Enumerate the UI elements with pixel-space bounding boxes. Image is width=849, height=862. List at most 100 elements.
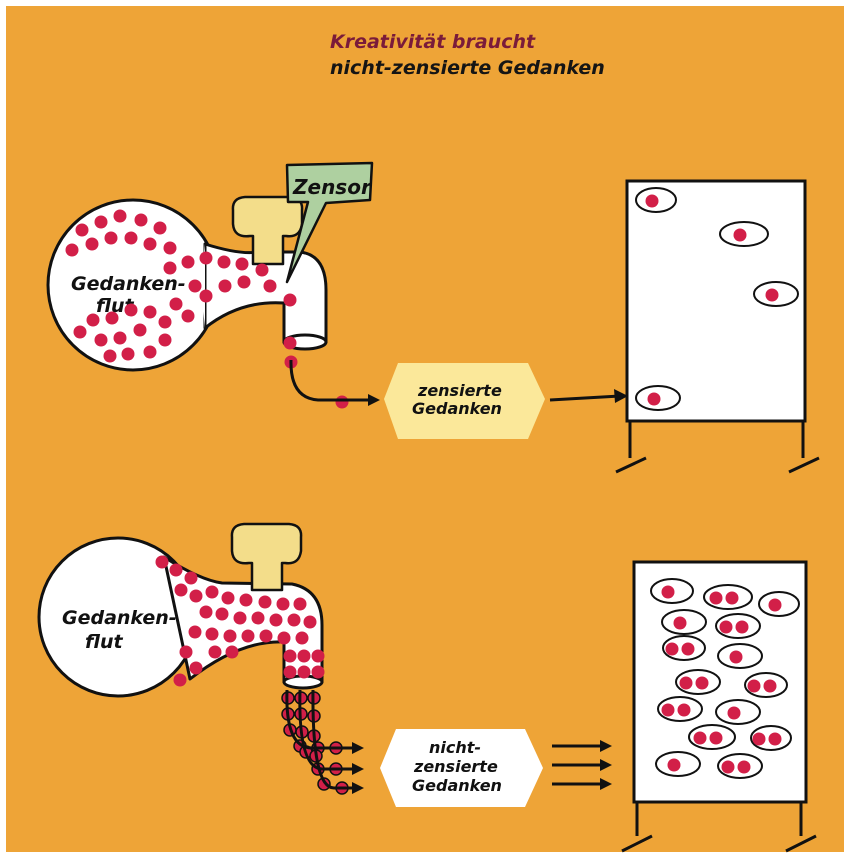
thought-dot [95, 334, 108, 347]
thought-dot [278, 632, 291, 645]
thought-dot [66, 244, 79, 257]
board-card [704, 585, 752, 609]
thought-dot [240, 594, 253, 607]
thought-dot [219, 280, 232, 293]
thought-dot [200, 606, 213, 619]
thought-dot [730, 651, 743, 664]
thought-dot [224, 630, 237, 643]
thought-dot [726, 592, 739, 605]
board-card [759, 592, 799, 616]
uncensored-thoughts-label-line1: nicht- [429, 738, 481, 757]
thought-dot [736, 621, 749, 634]
thought-dot [218, 256, 231, 269]
thought-dot [748, 680, 761, 693]
uncensored-thoughts-label-line2: zensierte [413, 757, 498, 776]
thought-dot [764, 680, 777, 693]
thought-dot [156, 556, 169, 569]
board-card [718, 754, 762, 778]
board-card [636, 188, 676, 212]
bottom-flask-label-line1: Gedanken- [62, 607, 177, 629]
thought-dot [284, 294, 297, 307]
thought-dot [95, 216, 108, 229]
thought-dot [298, 650, 311, 663]
thought-dot [185, 572, 198, 585]
board-card [662, 610, 706, 634]
thought-dot [769, 599, 782, 612]
thought-dot [668, 759, 681, 772]
top-flask-label-line1: Gedanken- [71, 273, 186, 295]
thought-dot [648, 393, 661, 406]
thought-dot [76, 224, 89, 237]
title-line1: Kreativität braucht [330, 31, 536, 53]
thought-dot [666, 643, 679, 656]
thought-dot [284, 666, 297, 679]
thought-dot [222, 592, 235, 605]
thought-dot [646, 195, 659, 208]
thought-dot [159, 316, 172, 329]
thought-dot [678, 704, 691, 717]
thought-dot [766, 289, 779, 302]
board-card [718, 644, 762, 668]
board-card [658, 697, 702, 721]
thought-dot [200, 290, 213, 303]
thought-dot [662, 586, 675, 599]
thought-dot [336, 396, 349, 409]
bottom-flask-label-line2: flut [85, 631, 123, 653]
thought-dot [170, 564, 183, 577]
board-card [716, 614, 760, 638]
thought-dot [252, 612, 265, 625]
thought-dot [296, 632, 309, 645]
uncensored-thoughts-label-line3: Gedanken [412, 776, 502, 795]
bottom-output-arrows [552, 740, 612, 790]
thought-dot [753, 733, 766, 746]
thought-dot [256, 264, 269, 277]
thought-dot [125, 232, 138, 245]
thought-dot [294, 598, 307, 611]
thought-dot [769, 733, 782, 746]
thought-dot [738, 761, 751, 774]
thought-dot [164, 262, 177, 275]
uncensored-thoughts-label-box: nicht- zensierte Gedanken [380, 729, 543, 807]
thought-dot [206, 586, 219, 599]
thought-dot [238, 276, 251, 289]
board-card [663, 636, 705, 660]
thought-dot [304, 616, 317, 629]
thought-dot [710, 732, 723, 745]
thought-dot [154, 222, 167, 235]
thought-dot [206, 628, 219, 641]
board-card [676, 670, 720, 694]
thought-dot [226, 646, 239, 659]
thought-dot [728, 707, 741, 720]
board-card [745, 673, 787, 697]
thought-dot [134, 324, 147, 337]
thought-dot [189, 280, 202, 293]
thought-dot [114, 332, 127, 345]
censor-label: Zensor [292, 175, 372, 199]
thought-dot [734, 229, 747, 242]
thought-dot [144, 238, 157, 251]
board-card [716, 700, 760, 724]
thought-dot [312, 650, 325, 663]
censored-thoughts-label-line2: Gedanken [412, 399, 502, 418]
thought-dot [694, 732, 707, 745]
thought-dot [189, 626, 202, 639]
thought-dot [298, 666, 311, 679]
board-card [754, 282, 798, 306]
thought-dot [722, 761, 735, 774]
thought-dot [175, 584, 188, 597]
thought-dot [180, 646, 193, 659]
thought-dot [710, 592, 723, 605]
thought-dot [662, 704, 675, 717]
thought-dot [164, 242, 177, 255]
thought-dot [277, 598, 290, 611]
thought-dot [159, 334, 172, 347]
thought-dot [720, 621, 733, 634]
thought-dot [288, 614, 301, 627]
board-card [636, 386, 680, 410]
thought-dot [200, 252, 213, 265]
thought-dot [234, 612, 247, 625]
board-card [720, 222, 768, 246]
thought-dot [105, 232, 118, 245]
